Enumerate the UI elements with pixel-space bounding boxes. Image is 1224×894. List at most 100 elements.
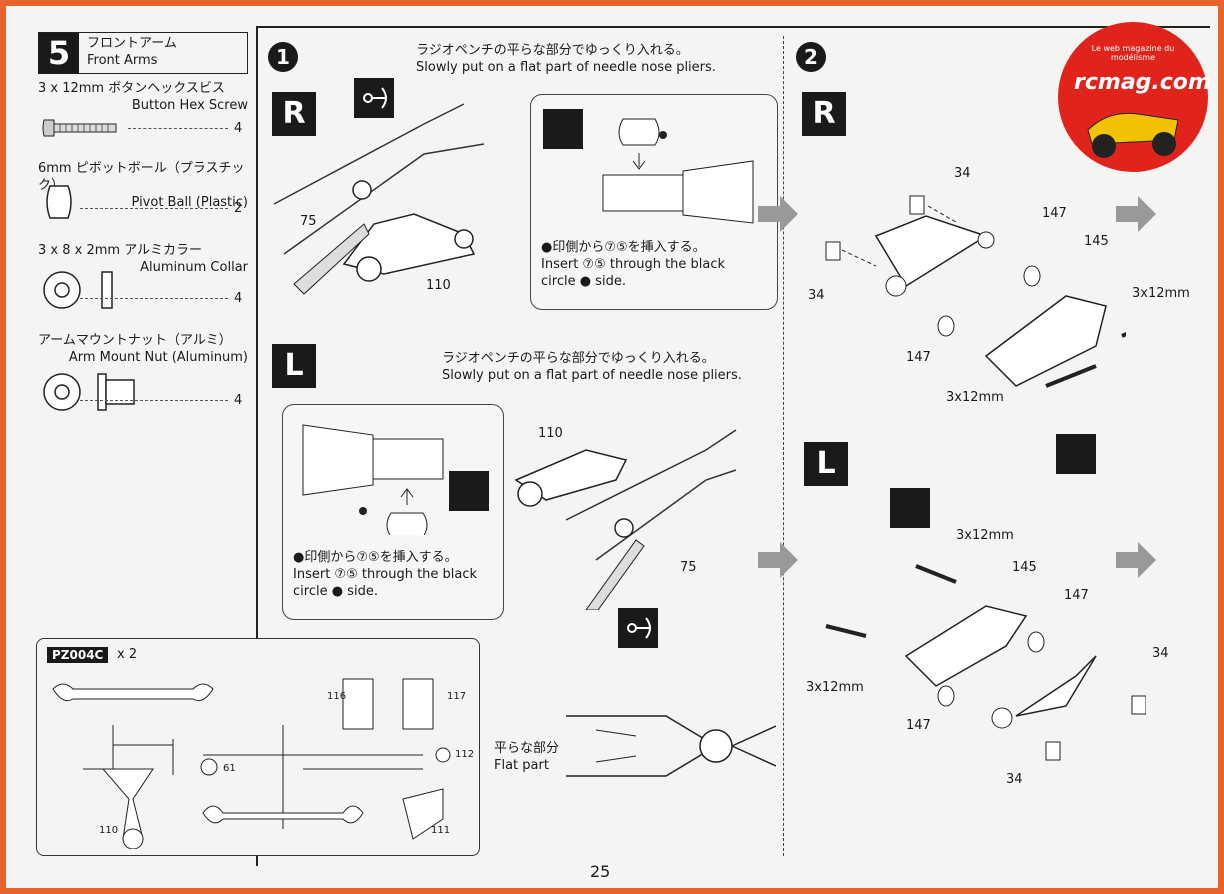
pliers-rotate-icon: [618, 608, 658, 648]
part-nut-jp: アームマウントナット（アルミ）: [38, 333, 232, 348]
part-ball-en: Pivot Ball (Plastic): [131, 195, 248, 210]
press-direction-icon: [543, 109, 583, 149]
pivot-ball-icon: [46, 185, 72, 219]
sprue-ref-61: 61: [223, 763, 236, 774]
ref-147-l2: 147: [906, 718, 931, 733]
page-number: 25: [590, 862, 611, 881]
next-arrow-icon: [1116, 196, 1156, 232]
insert-note-en-1: Insert ⑦⑤ through the black: [293, 567, 478, 582]
ref-147-r1: 147: [1042, 206, 1067, 221]
hex-driver-icon: [890, 488, 930, 528]
step-header: 5 フロントアーム Front Arms: [38, 32, 248, 74]
ref-145-l: 145: [1012, 560, 1037, 575]
rcmag-logo: rcmag.com Le web magazine du modélisme: [1058, 22, 1211, 172]
insert-detail-r: ●印側から⑦⑤を挿入する。 Insert ⑦⑤ through the blac…: [530, 94, 778, 310]
part-nut-en: Arm Mount Nut (Aluminum): [68, 350, 248, 365]
arm-mount-nut-icon: [43, 373, 135, 411]
part-screw-qty: 4: [234, 121, 243, 136]
aluminum-collar-icon: [43, 271, 113, 309]
logo-text: rcmag.com: [1074, 70, 1211, 95]
insert-note-r: ●印側から⑦⑤を挿入する。 Insert ⑦⑤ through the blac…: [541, 239, 725, 290]
part-nut-qty: 4: [234, 393, 243, 408]
press-direction-icon: [449, 471, 489, 511]
part-collar-label: 3 x 8 x 2mm アルミカラー Aluminum Collar: [38, 242, 248, 276]
substep-2-number: 2: [796, 42, 826, 72]
qty-leader: [80, 298, 228, 299]
pliers-arm-illustration-r: [273, 103, 485, 295]
ref-110-r: 110: [426, 278, 451, 293]
part-collar-qty: 4: [234, 291, 243, 306]
ref-147-l1: 147: [1064, 588, 1089, 603]
part-collar-en: Aluminum Collar: [140, 260, 248, 275]
parts-list: 3 x 12mm ボタンヘックスビス Button Hex Screw: [38, 80, 248, 114]
manual-page: 5 フロントアーム Front Arms 3 x 12mm ボタンヘックスビス …: [6, 6, 1218, 888]
step-title-jp: フロントアーム: [87, 36, 177, 51]
ref-34-l2: 34: [1006, 772, 1023, 787]
step-title-en: Front Arms: [87, 53, 158, 68]
sprue-ref-112: 112: [455, 749, 475, 760]
left-side-badge: L: [804, 442, 848, 486]
insert-note-en-2: circle ● side.: [541, 274, 626, 289]
sub1-l-note-jp: ラジオペンチの平らな部分でゆっくり入れる。: [442, 351, 715, 366]
qty-leader: [80, 400, 228, 401]
sub1-r-note-en: Slowly put on a flat part of needle nose…: [416, 60, 716, 75]
part-screw-en: Button Hex Screw: [131, 98, 248, 113]
ref-75-r: 75: [300, 214, 317, 229]
sub1-r-note-jp: ラジオペンチの平らな部分でゆっくり入れる。: [416, 43, 689, 58]
ref-145-r: 145: [1084, 234, 1109, 249]
ref-34-r2: 34: [808, 288, 825, 303]
qty-leader: [128, 128, 228, 129]
arm-mount-assembly-r: [825, 195, 1126, 388]
flat-part-jp: 平らな部分: [494, 741, 560, 756]
substep-1-number: 1: [268, 42, 298, 72]
flat-part-en: Flat part: [494, 758, 549, 773]
screw-size-l2: 3x12mm: [806, 680, 864, 695]
ref-75-l: 75: [680, 560, 697, 575]
pliers-arm-illustration-l: [514, 429, 737, 610]
sprue-ref-110: 110: [99, 825, 119, 836]
sprue-count: x 2: [117, 647, 138, 662]
ref-110-l: 110: [538, 426, 563, 441]
screw-size-r2: 3x12mm: [946, 390, 1004, 405]
step-number: 5: [39, 33, 79, 73]
ref-34-r1: 34: [954, 166, 971, 181]
sprue-ref-116: 116: [327, 691, 347, 702]
screw-size-r1: 3x12mm: [1132, 286, 1190, 301]
insert-note-jp: ●印側から⑦⑤を挿入する。: [541, 240, 706, 255]
sprue-ref-117: 117: [447, 691, 467, 702]
part-ball-qty: 2: [234, 201, 243, 216]
logo-tagline: Le web magazine du modélisme: [1091, 44, 1175, 62]
part-screw-jp: 3 x 12mm ボタンヘックスビス: [38, 81, 225, 96]
sprue-tag: PZ004C: [47, 647, 109, 663]
sub1-r-note: ラジオペンチの平らな部分でゆっくり入れる。 Slowly put on a fl…: [416, 42, 716, 76]
pivot-ball-insert-diagram: [302, 424, 444, 535]
step-title: フロントアーム Front Arms: [87, 35, 177, 69]
sub1-l-note-en: Slowly put on a flat part of needle nose…: [442, 368, 742, 383]
sprue-ref-111: 111: [431, 825, 451, 836]
button-hex-screw-icon: [42, 119, 117, 137]
ref-147-r2: 147: [906, 350, 931, 365]
insert-note-en-1: Insert ⑦⑤ through the black: [541, 257, 726, 272]
insert-detail-l: ●印側から⑦⑤を挿入する。 Insert ⑦⑤ through the blac…: [282, 404, 504, 620]
sprue-diagram: [52, 678, 451, 849]
right-side-badge: R: [272, 92, 316, 136]
screw-size-l1: 3x12mm: [956, 528, 1014, 543]
part-ball-label: 6mm ピボットボール（プラスチック） Pivot Ball (Plastic): [38, 160, 248, 211]
insert-note-en-2: circle ● side.: [293, 584, 378, 599]
pliers-rotate-icon: [354, 78, 394, 118]
arm-mount-assembly-l: [825, 564, 1146, 761]
next-arrow-icon: [758, 542, 798, 578]
left-side-badge: L: [272, 344, 316, 388]
right-side-badge: R: [802, 92, 846, 136]
flat-part-label: 平らな部分 Flat part: [494, 740, 559, 774]
pivot-ball-insert-diagram: [602, 118, 754, 224]
qty-leader: [80, 208, 228, 209]
substep-divider: [783, 36, 784, 856]
insert-note-l: ●印側から⑦⑤を挿入する。 Insert ⑦⑤ through the blac…: [293, 549, 477, 600]
needle-nose-pliers-diagram: [566, 715, 776, 777]
next-arrow-icon: [1116, 542, 1156, 578]
instruction-frame: [256, 26, 1210, 866]
insert-note-jp: ●印側から⑦⑤を挿入する。: [293, 550, 458, 565]
part-nut-label: アームマウントナット（アルミ） Arm Mount Nut (Aluminum): [38, 332, 248, 366]
ref-34-l1: 34: [1152, 646, 1169, 661]
